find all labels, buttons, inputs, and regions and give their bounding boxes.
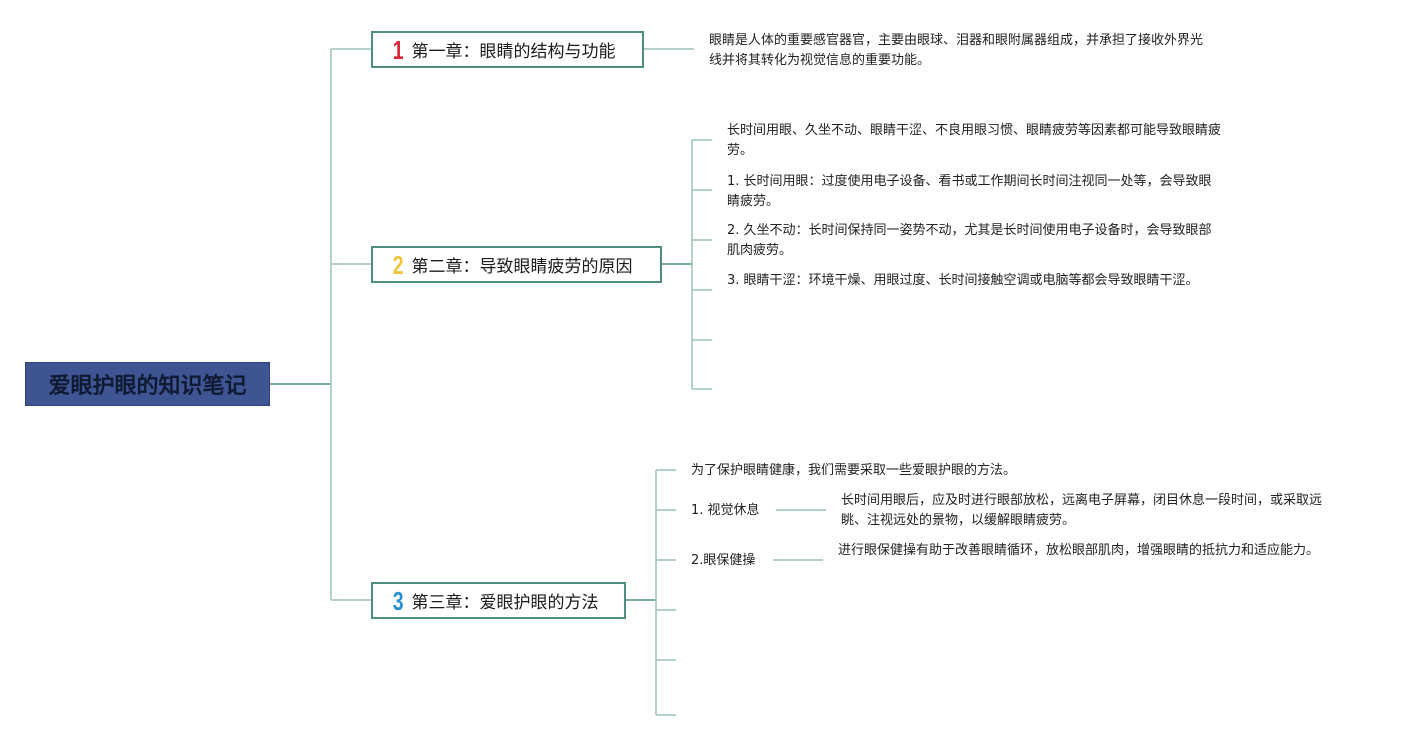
method-1-detail[interactable]: 长时间用眼后，应及时进行眼部放松，远离电子屏幕，闭目休息一段时间，或采取远眺、注… xyxy=(841,493,1323,528)
chapter-1-title: 第一章：眼睛的结构与功能 xyxy=(411,42,616,62)
root-title: 爱眼护眼的知识笔记 xyxy=(48,374,247,399)
method-2-label[interactable]: 2.眼保健操 xyxy=(691,553,756,568)
method-1-label[interactable]: 1. 视觉休息 xyxy=(691,503,760,518)
chapter-3-node[interactable]: 3 第三章：爱眼护眼的方法 xyxy=(371,582,626,619)
chapter-1-node[interactable]: 1 第一章：眼睛的结构与功能 xyxy=(371,31,644,68)
chapter-2-title: 第二章：导致眼睛疲劳的原因 xyxy=(411,257,633,277)
chapter-2-item[interactable]: 3. 眼睛干涩：环境干燥、用眼过度、长时间接触空调或电脑等都会导致眼睛干涩。 xyxy=(727,273,1199,288)
chapter-1-number-icon: 1 xyxy=(392,34,404,65)
method-2-detail[interactable]: 进行眼保健操有助于改善眼睛循环，放松眼部肌肉，增强眼睛的抵抗力和适应能力。 xyxy=(838,543,1320,558)
chapter-3-number-icon: 3 xyxy=(392,585,404,616)
chapter-2-number-icon: 2 xyxy=(392,249,404,280)
chapter-2-item[interactable]: 长时间用眼、久坐不动、眼睛干涩、不良用眼习惯、眼睛疲劳等因素都可能导致眼睛疲劳。 xyxy=(727,123,1222,158)
chapter-2-item[interactable]: 2. 久坐不动：长时间保持同一姿势不动，尤其是长时间使用电子设备时，会导致眼部肌… xyxy=(727,223,1212,258)
chapter-2-item[interactable]: 1. 长时间用眼：过度使用电子设备、看书或工作期间长时间注视同一处等，会导致眼睛… xyxy=(727,174,1212,209)
chapter-3-intro[interactable]: 为了保护眼睛健康，我们需要采取一些爱眼护眼的方法。 xyxy=(691,463,1017,478)
root-topic[interactable]: 爱眼护眼的知识笔记 xyxy=(25,362,270,406)
chapter-2-node[interactable]: 2 第二章：导致眼睛疲劳的原因 xyxy=(371,246,662,283)
chapter-3-title: 第三章：爱眼护眼的方法 xyxy=(411,593,599,613)
chapter-1-note[interactable]: 眼睛是人体的重要感官器官，主要由眼球、泪器和眼附属器组成，并承担了接收外界光线并… xyxy=(709,33,1204,68)
